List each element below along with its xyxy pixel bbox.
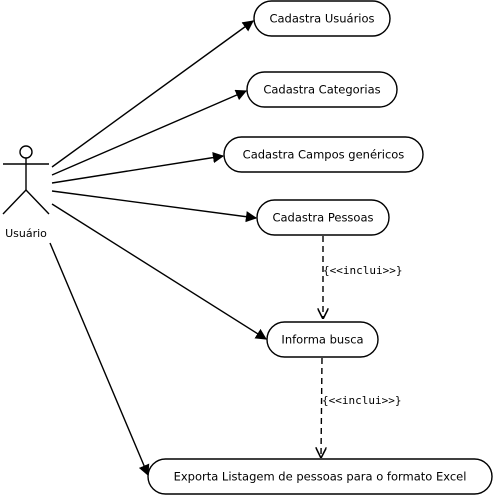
use-case-shape xyxy=(256,199,390,236)
use-case-cadastra-pessoas: Cadastra Pessoas xyxy=(256,199,390,236)
actor-right-leg xyxy=(25,189,50,215)
use-case-label: Cadastra Pessoas xyxy=(272,211,373,225)
use-case-shape xyxy=(253,0,391,37)
actor-usuario: Usuário xyxy=(2,145,50,240)
use-case-cadastra-campos: Cadastra Campos genéricos xyxy=(223,136,424,173)
use-case-label: Exporta Listagem de pessoas para o forma… xyxy=(174,470,467,484)
include-label-1: {<<inclui>>} xyxy=(323,264,402,277)
use-case-cadastra-usuarios: Cadastra Usuários xyxy=(253,0,391,37)
association-cadastra-campos xyxy=(51,152,225,184)
actor-head xyxy=(19,145,33,159)
use-case-label: Informa busca xyxy=(281,333,363,347)
association-cadastra-usuarios xyxy=(51,20,254,168)
association-cadastra-categorias xyxy=(51,89,248,176)
association-exporta-listagem xyxy=(49,242,150,477)
use-case-cadastra-categorias: Cadastra Categorias xyxy=(246,71,398,108)
use-case-label: Cadastra Campos genéricos xyxy=(243,148,405,162)
association-informa-busca xyxy=(51,203,267,340)
association-cadastra-pessoas xyxy=(51,190,258,223)
use-case-informa-busca: Informa busca xyxy=(266,321,379,358)
include-arrow-busca-exporta xyxy=(321,357,322,457)
use-case-label: Cadastra Categorias xyxy=(263,83,380,97)
use-case-shape xyxy=(147,458,493,495)
actor-label: Usuário xyxy=(5,227,47,240)
actor-left-leg xyxy=(2,189,27,215)
use-case-exporta-listagem: Exporta Listagem de pessoas para o forma… xyxy=(147,458,493,495)
use-case-shape xyxy=(246,71,398,108)
use-case-shape xyxy=(223,136,424,173)
include-label-2: {<<inclui>>} xyxy=(322,394,401,407)
use-case-shape xyxy=(266,321,379,358)
use-case-label: Cadastra Usuários xyxy=(269,12,374,26)
